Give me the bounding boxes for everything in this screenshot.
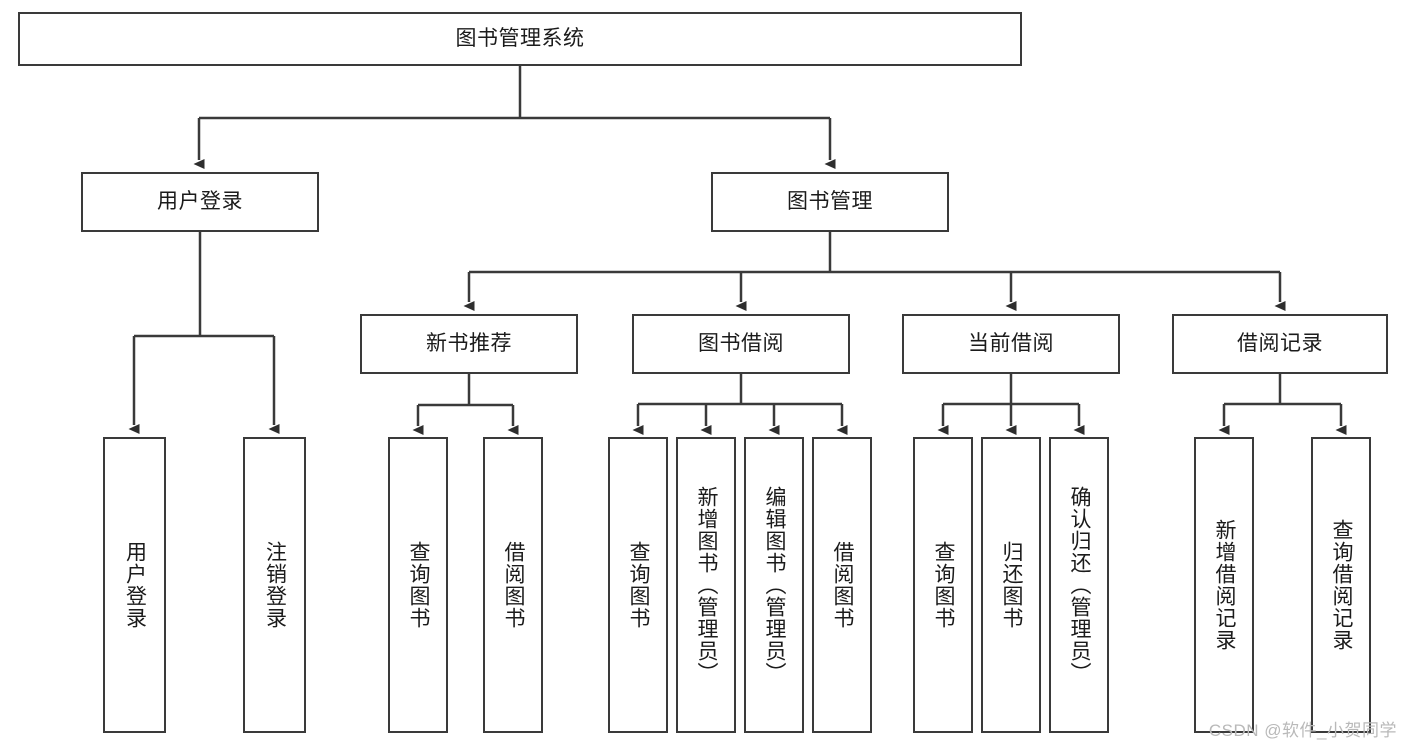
leaf-add-borrow-record[interactable]: 新增借阅记录 — [1194, 437, 1254, 733]
node-label: 新增借阅记录 — [1212, 519, 1236, 651]
node-label: 新书推荐 — [426, 332, 512, 356]
watermark-credit: CSDN @软件_小贺同学 — [1208, 721, 1397, 740]
node-label: 归还图书 — [999, 541, 1023, 629]
node-label: 编辑图书（管理员） — [762, 486, 786, 684]
node-label: 查询图书 — [406, 541, 430, 629]
node-label: 借阅图书 — [501, 541, 525, 629]
leaf-query-book-current[interactable]: 查询图书 — [913, 437, 973, 733]
leaf-edit-book-admin[interactable]: 编辑图书（管理员） — [744, 437, 804, 733]
node-label: 查询图书 — [931, 541, 955, 629]
node-new-book-recommend[interactable]: 新书推荐 — [360, 314, 578, 374]
node-label: 查询借阅记录 — [1329, 519, 1353, 651]
node-label: 新增图书（管理员） — [694, 486, 718, 684]
leaf-logout[interactable]: 注销登录 — [243, 437, 306, 733]
node-user-login[interactable]: 用户登录 — [81, 172, 319, 232]
leaf-user-login[interactable]: 用户登录 — [103, 437, 166, 733]
node-current-borrow[interactable]: 当前借阅 — [902, 314, 1120, 374]
node-root-system[interactable]: 图书管理系统 — [18, 12, 1022, 66]
node-label: 图书管理系统 — [455, 27, 585, 51]
node-book-borrow[interactable]: 图书借阅 — [632, 314, 850, 374]
node-label: 用户登录 — [123, 541, 147, 629]
leaf-confirm-return-admin[interactable]: 确认归还（管理员） — [1049, 437, 1109, 733]
node-label: 确认归还（管理员） — [1067, 486, 1091, 684]
node-label: 图书借阅 — [698, 332, 784, 356]
node-label: 图书管理 — [787, 190, 873, 214]
node-label: 注销登录 — [263, 541, 287, 629]
node-borrow-record[interactable]: 借阅记录 — [1172, 314, 1388, 374]
leaf-borrow-book-new[interactable]: 借阅图书 — [483, 437, 543, 733]
leaf-query-book-new[interactable]: 查询图书 — [388, 437, 448, 733]
leaf-return-book[interactable]: 归还图书 — [981, 437, 1041, 733]
node-book-management[interactable]: 图书管理 — [711, 172, 949, 232]
node-label: 当前借阅 — [968, 332, 1054, 356]
leaf-borrow-book[interactable]: 借阅图书 — [812, 437, 872, 733]
node-label: 查询图书 — [626, 541, 650, 629]
node-label: 借阅记录 — [1237, 332, 1323, 356]
leaf-query-borrow-record[interactable]: 查询借阅记录 — [1311, 437, 1371, 733]
node-label: 用户登录 — [157, 190, 243, 214]
leaf-query-book-borrow[interactable]: 查询图书 — [608, 437, 668, 733]
node-label: 借阅图书 — [830, 541, 854, 629]
leaf-add-book-admin[interactable]: 新增图书（管理员） — [676, 437, 736, 733]
